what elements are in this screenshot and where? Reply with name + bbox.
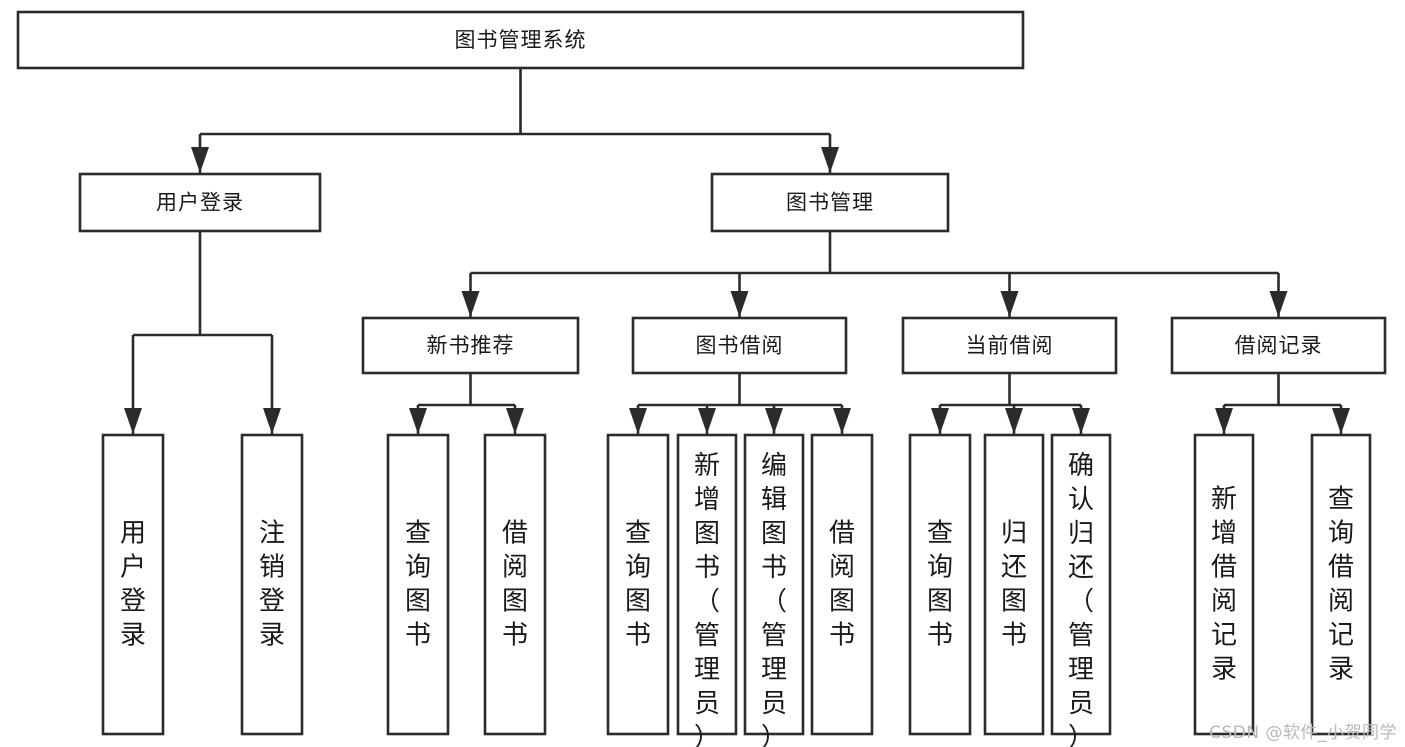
arrow-head-icon-new-book-rec-1 xyxy=(506,408,524,434)
node-book-manage[interactable]: 图书管理 xyxy=(710,172,950,233)
node-box-borrow-record xyxy=(1170,316,1387,375)
node-new-book-rec[interactable]: 新书推荐 xyxy=(361,316,580,375)
node-box-leaf-borrow-book-2 xyxy=(810,433,874,736)
node-label-book-manage: 图书管理 xyxy=(786,191,874,215)
node-box-leaf-borrow-book-1 xyxy=(483,433,547,736)
node-box-root xyxy=(16,10,1025,70)
node-box-user-login xyxy=(78,172,322,233)
node-box-leaf-add-book xyxy=(676,433,738,736)
node-label-leaf-logout: 注销登录 xyxy=(259,518,285,650)
node-leaf-user-login[interactable]: 用户登录 xyxy=(101,433,165,736)
node-leaf-query-book-2[interactable]: 查询图书 xyxy=(606,433,670,736)
node-label-leaf-query-book-3: 查询图书 xyxy=(927,518,953,650)
node-leaf-edit-book[interactable]: 编辑图书（管理员） xyxy=(743,433,805,747)
node-box-leaf-logout xyxy=(240,433,304,736)
node-box-leaf-query-record xyxy=(1310,433,1372,736)
arrow-head-icon-new-book-rec-0 xyxy=(409,408,427,434)
node-box-leaf-add-record xyxy=(1193,433,1255,736)
arrow-head-icon-book-borrow-3 xyxy=(833,408,851,434)
arrow-head-icon-borrow-record-1 xyxy=(1332,408,1350,434)
arrow-head-icon-book-borrow-2 xyxy=(765,408,783,434)
node-box-book-manage xyxy=(710,172,950,233)
arrow-head-icon-root-1 xyxy=(821,147,839,173)
arrow-head-icon-book-manage-1 xyxy=(730,291,749,317)
arrow-head-icon-user-login-0 xyxy=(124,408,142,434)
arrow-head-icon-book-manage-2 xyxy=(1000,291,1019,317)
node-label-new-book-rec: 新书推荐 xyxy=(427,334,515,358)
node-leaf-return-book[interactable]: 归还图书 xyxy=(983,433,1045,736)
node-label-borrow-record: 借阅记录 xyxy=(1235,334,1323,358)
node-label-leaf-confirm-return: 确认归还（管理员） xyxy=(1068,451,1094,747)
node-label-leaf-borrow-book-2: 借阅图书 xyxy=(829,518,855,650)
node-leaf-logout[interactable]: 注销登录 xyxy=(240,433,304,736)
node-label-leaf-return-book: 归还图书 xyxy=(1001,518,1027,650)
node-root[interactable]: 图书管理系统 xyxy=(16,10,1025,70)
node-leaf-confirm-return[interactable]: 确认归还（管理员） xyxy=(1050,433,1112,747)
node-label-leaf-borrow-book-1: 借阅图书 xyxy=(502,518,528,650)
node-label-leaf-query-book-1: 查询图书 xyxy=(405,518,431,650)
node-label-current-borrow: 当前借阅 xyxy=(966,334,1054,358)
arrow-head-icon-current-borrow-1 xyxy=(1005,408,1023,434)
node-label-user-login: 用户登录 xyxy=(156,191,244,215)
node-label-leaf-add-record: 新增借阅记录 xyxy=(1211,484,1237,684)
node-leaf-add-record[interactable]: 新增借阅记录 xyxy=(1193,433,1255,736)
node-label-leaf-add-book: 新增图书（管理员） xyxy=(694,451,720,747)
node-box-leaf-query-book-2 xyxy=(606,433,670,736)
node-current-borrow[interactable]: 当前借阅 xyxy=(901,316,1118,375)
node-borrow-record[interactable]: 借阅记录 xyxy=(1170,316,1387,375)
edges-layer xyxy=(124,68,1350,434)
node-box-leaf-return-book xyxy=(983,433,1045,736)
node-label-leaf-query-book-2: 查询图书 xyxy=(625,518,651,650)
node-label-leaf-user-login: 用户登录 xyxy=(120,518,146,650)
node-box-leaf-query-book-3 xyxy=(908,433,972,736)
node-box-new-book-rec xyxy=(361,316,580,375)
arrow-head-icon-book-manage-3 xyxy=(1269,291,1288,317)
arrow-head-icon-borrow-record-0 xyxy=(1215,408,1233,434)
watermark-text: CSDN @软件_小贺同学 xyxy=(1209,723,1397,743)
node-box-leaf-user-login xyxy=(101,433,165,736)
node-label-root: 图书管理系统 xyxy=(455,28,587,52)
arrow-head-icon-current-borrow-2 xyxy=(1072,408,1090,434)
node-leaf-query-record[interactable]: 查询借阅记录 xyxy=(1310,433,1372,736)
node-box-leaf-confirm-return xyxy=(1050,433,1112,736)
node-leaf-borrow-book-2[interactable]: 借阅图书 xyxy=(810,433,874,736)
node-label-leaf-edit-book: 编辑图书（管理员） xyxy=(761,451,787,747)
node-box-book-borrow xyxy=(631,316,848,375)
arrow-head-icon-user-login-1 xyxy=(263,408,281,434)
arrow-head-icon-book-borrow-1 xyxy=(698,408,716,434)
node-leaf-query-book-1[interactable]: 查询图书 xyxy=(386,433,450,736)
arrow-head-icon-book-borrow-0 xyxy=(629,408,647,434)
node-label-leaf-query-record: 查询借阅记录 xyxy=(1328,484,1354,684)
node-box-leaf-edit-book xyxy=(743,433,805,736)
node-label-book-borrow: 图书借阅 xyxy=(696,334,784,358)
arrow-head-icon-current-borrow-0 xyxy=(931,408,949,434)
node-user-login[interactable]: 用户登录 xyxy=(78,172,322,233)
nodes-layer: 图书管理系统用户登录图书管理新书推荐图书借阅当前借阅借阅记录用户登录注销登录查询… xyxy=(16,10,1387,747)
node-leaf-add-book[interactable]: 新增图书（管理员） xyxy=(676,433,738,747)
arrow-head-icon-book-manage-0 xyxy=(461,291,480,317)
node-box-current-borrow xyxy=(901,316,1118,375)
node-leaf-query-book-3[interactable]: 查询图书 xyxy=(908,433,972,736)
node-box-leaf-query-book-1 xyxy=(386,433,450,736)
node-leaf-borrow-book-1[interactable]: 借阅图书 xyxy=(483,433,547,736)
arrow-head-icon-root-0 xyxy=(191,147,209,173)
node-book-borrow[interactable]: 图书借阅 xyxy=(631,316,848,375)
